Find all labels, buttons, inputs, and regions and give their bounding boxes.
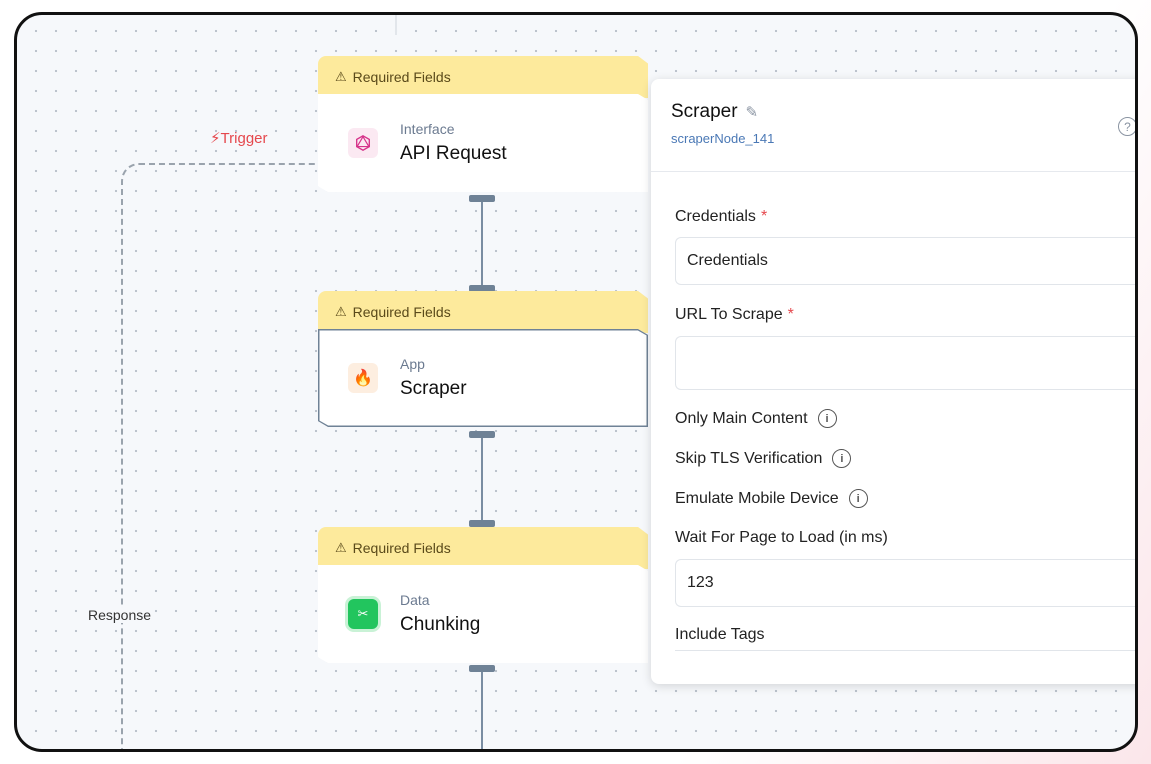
panel-title: Scraper: [671, 101, 738, 122]
flame-icon: 🔥: [348, 363, 378, 393]
node-chunking[interactable]: ⚠ Required Fields ✂ Data Chunking: [318, 527, 648, 663]
scissors-icon: ✂: [348, 599, 378, 629]
info-icon[interactable]: i: [817, 409, 837, 428]
panel-header: Scraper ✎ scraperNode_141 ?: [651, 79, 1135, 172]
edge-api-to-scraper: [481, 197, 483, 289]
node-title: Scraper: [400, 378, 467, 399]
required-fields-banner: ⚠ Required Fields: [318, 56, 648, 98]
node-body[interactable]: 🔥 App Scraper: [318, 329, 648, 427]
trigger-label: ⚡Trigger: [210, 130, 268, 147]
response-edge: [121, 163, 321, 749]
node-id: scraperNode_141: [671, 131, 775, 146]
info-icon[interactable]: i: [832, 449, 852, 468]
node-title: API Request: [400, 143, 507, 164]
node-body[interactable]: ✂ Data Chunking: [318, 565, 648, 663]
response-label: Response: [86, 607, 154, 623]
edge-scraper-to-chunking: [481, 433, 483, 525]
node-title: Chunking: [400, 614, 481, 635]
wait-label: Wait For Page to Load (in ms): [675, 529, 888, 546]
workflow-canvas[interactable]: ⚡Trigger Response ⚠ Required Fields Inte…: [14, 12, 1138, 752]
url-label: URL To Scrape*: [675, 306, 794, 323]
input-handle[interactable]: [469, 285, 495, 292]
node-settings-panel: Scraper ✎ scraperNode_141 ? Credentials*…: [651, 79, 1135, 684]
warning-icon: ⚠: [335, 304, 347, 319]
warning-icon: ⚠: [335, 69, 347, 84]
node-scraper[interactable]: ⚠ Required Fields 🔥 App Scraper: [318, 291, 648, 427]
edit-pencil-icon[interactable]: ✎: [745, 104, 759, 121]
node-body[interactable]: Interface API Request: [318, 94, 648, 192]
selection-border: [318, 329, 648, 427]
include-tags-input[interactable]: [675, 650, 1135, 651]
edge-chunking-out: [481, 667, 483, 749]
node-kind: App: [400, 356, 425, 372]
url-input[interactable]: [675, 336, 1135, 390]
output-handle[interactable]: [469, 665, 495, 672]
node-kind: Interface: [400, 121, 455, 137]
include-tags-label: Include Tags: [675, 626, 765, 643]
help-icon[interactable]: ?: [1118, 117, 1135, 136]
required-fields-banner: ⚠ Required Fields: [318, 527, 648, 569]
node-api-request[interactable]: ⚠ Required Fields Interface API Request: [318, 56, 648, 192]
node-kind: Data: [400, 592, 430, 608]
warning-icon: ⚠: [335, 540, 347, 555]
required-fields-banner: ⚠ Required Fields: [318, 291, 648, 333]
credentials-label: Credentials*: [675, 208, 768, 225]
credentials-select[interactable]: Credentials: [675, 237, 1135, 285]
output-handle[interactable]: [469, 431, 495, 438]
wait-input[interactable]: 123: [675, 559, 1135, 607]
output-handle[interactable]: [469, 195, 495, 202]
info-icon[interactable]: i: [848, 489, 868, 508]
input-handle[interactable]: [469, 520, 495, 527]
grid-line: [395, 15, 397, 35]
graphql-icon: [348, 128, 378, 158]
